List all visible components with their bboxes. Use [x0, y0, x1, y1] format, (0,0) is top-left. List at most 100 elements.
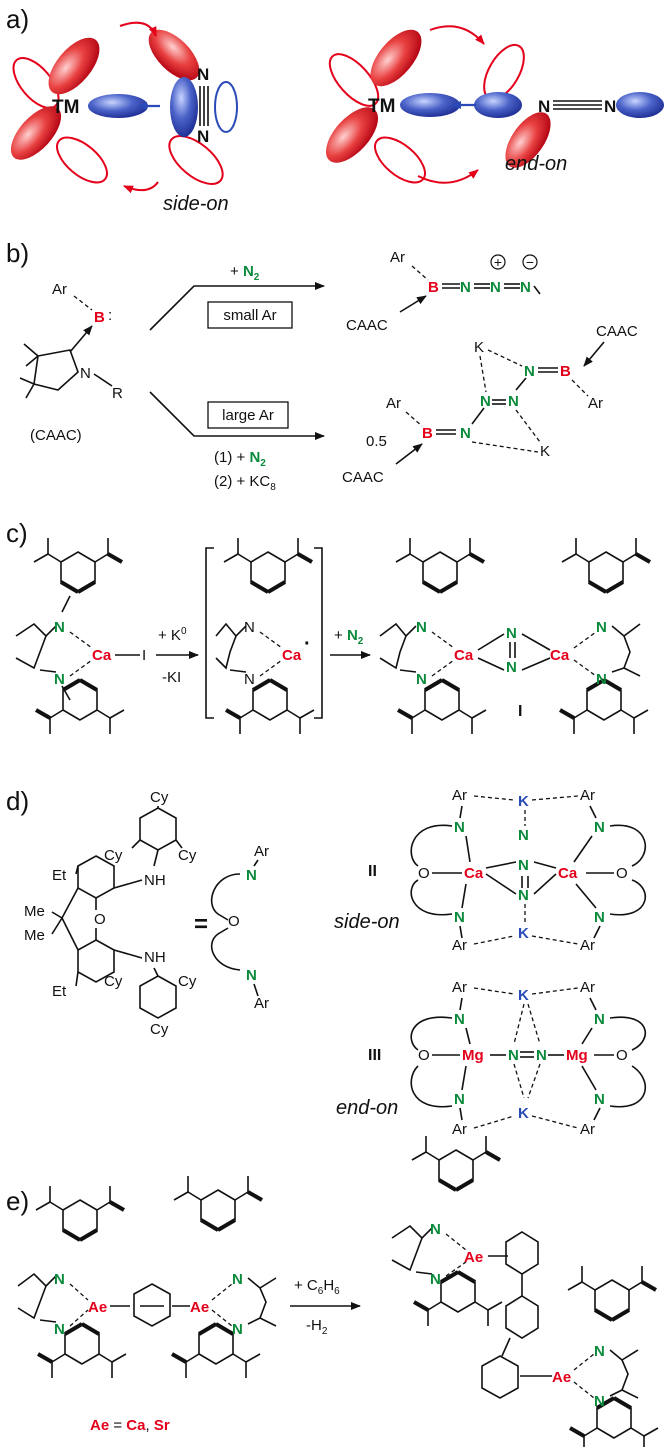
nitrogen-atom: N	[594, 1091, 605, 1108]
potassium-atom: K	[474, 339, 484, 356]
step-2: (2) + KC8	[214, 473, 276, 493]
lone-pair: :	[108, 307, 112, 324]
condition-text: large Ar	[222, 407, 274, 424]
nitrogen-label: N	[197, 127, 209, 146]
ethyl-label: Et	[52, 867, 67, 884]
calcium-atom: Ca	[464, 865, 484, 882]
nitrogen-atom: N	[246, 967, 257, 984]
r-group: R	[112, 385, 123, 402]
nitrogen-atom: N	[244, 671, 255, 688]
caac-label: CAAC	[342, 469, 384, 486]
nitrogen-atom: N	[594, 819, 605, 836]
panel-b: b) Ar B : N R (CAAC) + N2 small Ar	[6, 238, 638, 493]
nitrogen-atom: N	[596, 619, 607, 636]
pi-orbital-lobe	[170, 77, 198, 137]
reagent-label: + N2	[230, 263, 260, 283]
d-orbital-lobe	[328, 53, 380, 107]
aryl-label: Ar	[390, 249, 405, 266]
nitrogen-atom: N	[232, 1271, 243, 1288]
aryl-label: Ar	[254, 995, 269, 1012]
metal-legend: Ae = Ca, Sr	[90, 1417, 170, 1434]
dinitrogen-arrow: + N2	[330, 627, 371, 659]
nitrogen-atom: N	[246, 867, 257, 884]
panel-a: a) TM N N side-on	[6, 4, 664, 215]
ae-atom: Ae	[190, 1299, 209, 1316]
nitrogen-atom: N	[54, 1271, 65, 1288]
compound-number: III	[368, 1047, 381, 1064]
aryl-label: Ar	[580, 937, 595, 954]
end-on-caption: end-on	[505, 153, 567, 175]
backdonation-arrow	[429, 25, 485, 45]
d-orbital-lobe	[56, 136, 108, 184]
nitrogen-atom: N	[506, 659, 517, 676]
reductant-label: + K0	[158, 626, 187, 644]
calcium-iodide-reactant: N N Ca I	[15, 536, 146, 736]
nitrogen-atom: N	[518, 887, 529, 904]
caac-label: (CAAC)	[30, 427, 82, 444]
cyclohexyl-label: Cy	[104, 973, 123, 990]
negative-charge-sign: −	[526, 254, 534, 270]
nitrogen-atom: N	[416, 619, 427, 636]
end-on-caption: end-on	[336, 1097, 398, 1119]
boron-atom: B	[422, 425, 433, 442]
potassium-atom: K	[540, 443, 550, 460]
ligand-schematic: Ar N O N Ar	[210, 843, 269, 1012]
nitrogen-atom: N	[80, 365, 91, 382]
condition-box	[207, 401, 289, 429]
nitrogen-atom: N	[430, 1221, 441, 1238]
panel-c: c) N N Ca I + K0 -KI	[6, 518, 652, 736]
magnesium-atom: Mg	[566, 1047, 588, 1064]
potassium-atom: K	[518, 925, 529, 942]
complex-II: II side-on Ar Ar K N N N N N Ca Ca	[334, 787, 647, 954]
nitrogen-atom: N	[594, 1393, 605, 1410]
backdonation-arrow	[123, 181, 159, 194]
panel-d-label: d)	[6, 786, 29, 816]
boron-atom: B	[94, 309, 105, 326]
cyclohexyl-label: Cy	[178, 973, 197, 990]
dimeric-potassium-product: CAAC B Ar N N N N K K B Ar	[342, 323, 638, 486]
caac-label: CAAC	[596, 323, 638, 340]
calcium-atom: Ca	[558, 865, 578, 882]
reduction-arrow: + K0 -KI	[156, 626, 199, 686]
metal-label: TM	[52, 97, 79, 118]
nitrogen-atom: N	[454, 819, 465, 836]
metal-acceptor-orbital	[88, 94, 148, 118]
d-orbital-lobe	[325, 107, 379, 163]
calcium-atom: Ca	[92, 647, 112, 664]
ae-atom: Ae	[552, 1369, 571, 1386]
pi-star-lobe	[505, 112, 551, 168]
nitrogen-atom: N	[460, 279, 471, 296]
nitrogen-atom: N	[54, 1321, 65, 1338]
aryl-label: Ar	[386, 395, 401, 412]
nitrogen-atom: N	[460, 425, 471, 442]
panel-e-label: e)	[6, 1186, 29, 1216]
aryl-label: Ar	[452, 937, 467, 954]
ae-atom: Ae	[88, 1299, 107, 1316]
aryl-label: Ar	[52, 281, 67, 298]
panel-b-label: b)	[6, 238, 29, 268]
caac-borylene-reactant: Ar B : N R (CAAC)	[19, 281, 123, 444]
compound-number: II	[368, 863, 377, 880]
nitrogen-atom: N	[506, 625, 517, 642]
byproduct-label: -KI	[162, 669, 181, 686]
metal-label: TM	[368, 96, 395, 117]
xanthene-ligand: Cy Cy Cy NH O Et Et Me Me N	[24, 789, 197, 1038]
boron-atom: B	[560, 363, 571, 380]
nitrogen-atom: N	[454, 1011, 465, 1028]
aryl-label: Ar	[580, 787, 595, 804]
nitrogen-atom: N	[508, 1047, 519, 1064]
d-orbital-lobe	[12, 57, 60, 109]
cyclohexyl-label: Cy	[150, 789, 169, 806]
side-on-caption: side-on	[163, 193, 229, 215]
byproduct-label: -H2	[306, 1317, 328, 1337]
nitrogen-atom: N	[524, 363, 535, 380]
backdonation-arrow	[417, 169, 479, 184]
d-orbital-lobe	[10, 106, 62, 160]
calcium-dinitrogen-product: N N Ca N N Ca N N I	[379, 536, 652, 736]
radical-dot: ·	[304, 633, 311, 655]
calcium-atom: Ca	[550, 647, 570, 664]
sigma-lone-pair	[616, 92, 664, 118]
aryl-label: Ar	[452, 1121, 467, 1138]
aryl-label: Ar	[254, 843, 269, 860]
nitrogen-atom: N	[54, 671, 65, 688]
